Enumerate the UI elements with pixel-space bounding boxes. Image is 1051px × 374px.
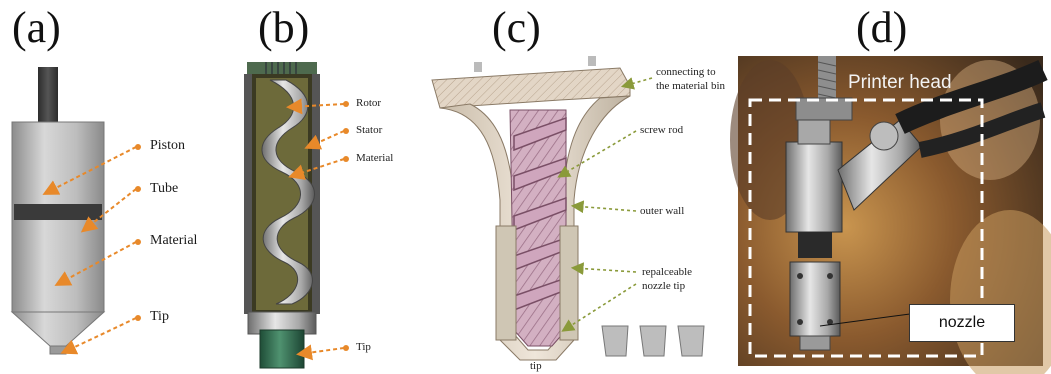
label-connecting-2: the material bin <box>656 80 725 93</box>
label-tip-b: Tip <box>356 341 371 354</box>
tip-nozzle-b <box>260 330 304 368</box>
label-tip-c: tip <box>530 360 542 373</box>
hex-nut <box>796 98 852 120</box>
label-material: Material <box>150 233 197 248</box>
label-rotor: Rotor <box>356 97 381 110</box>
tube-cone <box>12 312 104 346</box>
spare-nozzle-tips <box>602 326 704 356</box>
label-nozzle: nozzle <box>909 304 1015 342</box>
label-material-b: Material <box>356 152 393 165</box>
label-replaceable-2: nozzle tip <box>642 280 685 293</box>
flange-bolts <box>474 56 596 72</box>
arrow-tip-b <box>300 348 344 354</box>
tube-tip <box>50 346 66 354</box>
label-piston: Piston <box>150 138 185 153</box>
label-screw-rod: screw rod <box>640 124 683 137</box>
arrow-outer-wall <box>574 206 636 211</box>
label-tip: Tip <box>150 309 169 324</box>
label-replaceable-1: repalceable <box>642 266 692 279</box>
label-tube: Tube <box>150 181 178 196</box>
label-stator: Stator <box>356 124 382 137</box>
arrow-replaceable-1 <box>574 268 636 272</box>
label-printer-head: Printer head <box>848 72 952 94</box>
label-connecting-1: connecting to <box>656 66 716 79</box>
stator-cap <box>247 62 317 76</box>
piston-head <box>14 204 102 220</box>
label-outer-wall: outer wall <box>640 205 684 218</box>
replaceable-nozzle-sleeve <box>496 226 516 340</box>
printer-head-block <box>786 142 842 232</box>
nozzle-block <box>790 262 840 336</box>
